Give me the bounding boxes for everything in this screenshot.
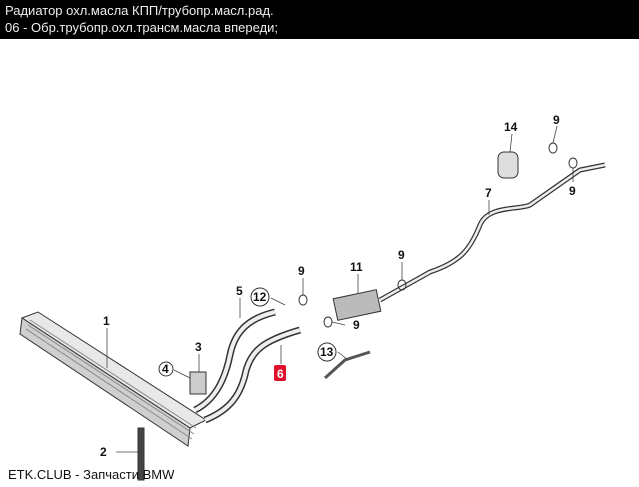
footer-watermark: ETK.CLUB - Запчасти BMW xyxy=(8,467,175,482)
part-3-bracket[interactable] xyxy=(189,371,207,395)
callout-7[interactable]: 7 xyxy=(485,186,492,200)
diagram-subtitle: 06 - Обр.трубопр.охл.трансм.масла вперед… xyxy=(5,20,278,35)
diagram-header: Радиатор охл.масла КПП/трубопр.масл.рад.… xyxy=(0,0,639,39)
callout-9[interactable]: 9 xyxy=(298,264,305,278)
callout-9[interactable]: 9 xyxy=(569,184,576,198)
callout-2[interactable]: 2 xyxy=(100,445,107,459)
part-11-adapter[interactable] xyxy=(332,289,382,321)
callout-1[interactable]: 1 xyxy=(103,314,110,328)
callout-12[interactable]: 12 xyxy=(253,290,267,304)
callout-9[interactable]: 9 xyxy=(353,318,360,332)
part-9-o-ring[interactable] xyxy=(298,294,308,306)
part-14-bracket[interactable] xyxy=(497,151,519,179)
callout-6-highlighted[interactable]: 6 xyxy=(277,367,284,381)
callout-9[interactable]: 9 xyxy=(553,113,560,127)
callout-14[interactable]: 14 xyxy=(504,120,518,134)
part-13-holder[interactable] xyxy=(323,350,371,380)
diagram-title: Радиатор охл.масла КПП/трубопр.масл.рад. xyxy=(5,3,274,18)
callout-13[interactable]: 13 xyxy=(320,345,334,359)
callout-4[interactable]: 4 xyxy=(162,362,169,376)
callout-3[interactable]: 3 xyxy=(195,340,202,354)
callout-11[interactable]: 11 xyxy=(350,260,363,274)
part-2-strip[interactable] xyxy=(137,427,145,481)
oil-cooler-radiator[interactable] xyxy=(19,311,208,447)
callout-9[interactable]: 9 xyxy=(398,248,405,262)
callout-5[interactable]: 5 xyxy=(236,284,243,298)
